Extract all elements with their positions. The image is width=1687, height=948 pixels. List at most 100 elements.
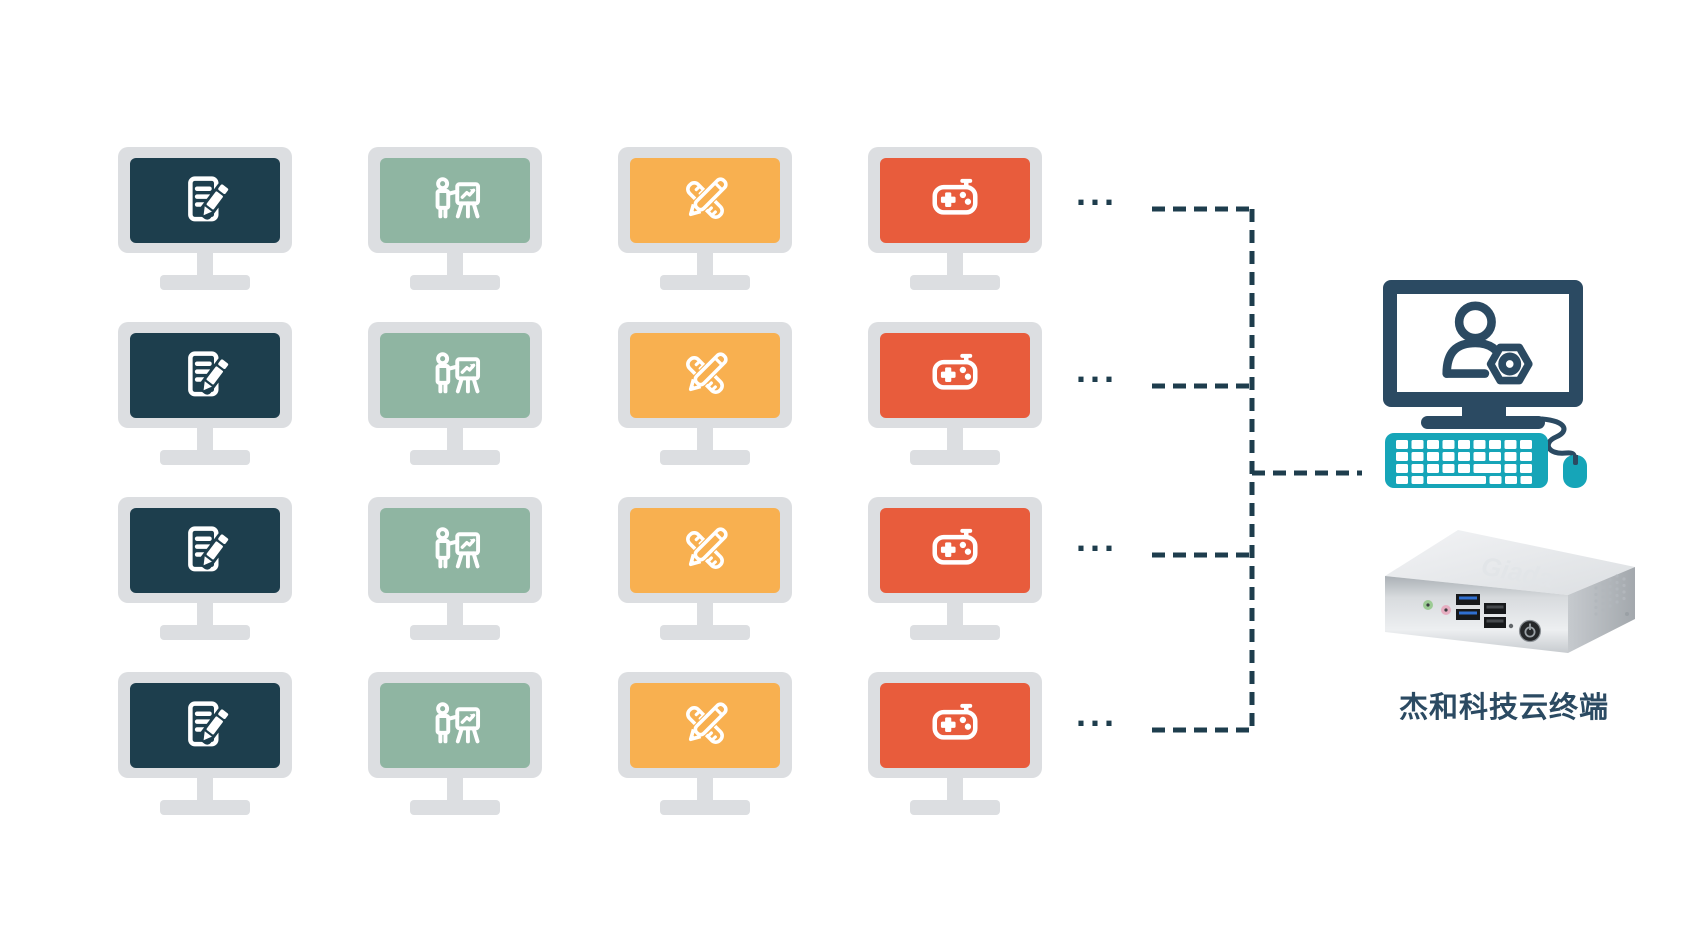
monitor-stand-neck (447, 778, 463, 800)
workstation-monitor (368, 497, 542, 672)
monitor-bezel (118, 147, 292, 253)
status-led (1508, 623, 1514, 629)
workstation-monitor (368, 147, 542, 322)
monitor-screen (630, 507, 780, 593)
monitor-screen (130, 507, 280, 593)
monitor-screen (380, 507, 530, 593)
workstation-monitor (118, 497, 292, 672)
monitor-screen (630, 157, 780, 243)
presentation-chart-icon (425, 523, 485, 577)
ruler-pencil-icon (675, 173, 735, 227)
monitor-bezel (618, 497, 792, 603)
ruler-pencil-icon (675, 698, 735, 752)
monitor-screen (130, 157, 280, 243)
usb-ports (1456, 594, 1506, 628)
document-edit-icon (175, 348, 235, 402)
mini-pc-device: Giada (1385, 530, 1635, 653)
monitor-stand-neck (697, 428, 713, 450)
monitor-stand-neck (947, 253, 963, 275)
monitor-screen (380, 157, 530, 243)
terminal-monitor-screen (1397, 294, 1569, 392)
monitor-screen (380, 682, 530, 768)
monitor-stand-neck (197, 778, 213, 800)
workstation-monitor (368, 672, 542, 847)
monitor-stand-neck (197, 428, 213, 450)
monitor-stand-neck (447, 603, 463, 625)
user-settings-icon (1433, 301, 1533, 385)
gamepad-icon (925, 523, 985, 577)
row-ellipsis: ... (1076, 349, 1119, 390)
monitor-stand-base (160, 625, 250, 640)
monitor-stand-base (660, 450, 750, 465)
monitor-stand-base (910, 625, 1000, 640)
monitor-screen (630, 682, 780, 768)
monitor-stand-base (910, 450, 1000, 465)
monitor-stand-base (410, 625, 500, 640)
monitor-bezel (868, 497, 1042, 603)
presentation-chart-icon (425, 698, 485, 752)
presentation-chart-icon (425, 348, 485, 402)
monitor-bezel (368, 672, 542, 778)
gamepad-icon (925, 698, 985, 752)
monitor-stand-base (160, 800, 250, 815)
workstation-grid (118, 147, 1042, 847)
document-edit-icon (175, 523, 235, 577)
monitor-stand-neck (947, 778, 963, 800)
row-ellipsis: ... (1076, 518, 1119, 559)
terminal-monitor-stand-base (1421, 416, 1545, 429)
monitor-stand-neck (947, 603, 963, 625)
workstation-monitor (118, 147, 292, 322)
row-ellipsis: ... (1076, 172, 1119, 213)
workstation-monitor (618, 322, 792, 497)
monitor-screen (630, 332, 780, 418)
ruler-pencil-icon (675, 348, 735, 402)
monitor-screen (130, 332, 280, 418)
monitor-bezel (118, 672, 292, 778)
monitor-stand-neck (447, 428, 463, 450)
monitor-stand-neck (447, 253, 463, 275)
monitor-stand-neck (697, 603, 713, 625)
monitor-stand-base (660, 275, 750, 290)
monitor-stand-neck (197, 603, 213, 625)
connector-lines (1152, 206, 1362, 733)
monitor-bezel (618, 672, 792, 778)
monitor-bezel (118, 322, 292, 428)
monitor-bezel (368, 147, 542, 253)
gamepad-icon (925, 348, 985, 402)
monitor-bezel (368, 322, 542, 428)
terminal-keyboard (1385, 433, 1548, 488)
monitor-bezel (868, 322, 1042, 428)
workstation-monitor (868, 497, 1042, 672)
monitor-stand-base (660, 625, 750, 640)
document-edit-icon (175, 173, 235, 227)
monitor-screen (880, 157, 1030, 243)
monitor-bezel (868, 147, 1042, 253)
monitor-stand-base (160, 275, 250, 290)
workstation-monitor (618, 147, 792, 322)
monitor-stand-base (410, 275, 500, 290)
workstation-monitor (868, 322, 1042, 497)
monitor-stand-base (910, 800, 1000, 815)
workstation-monitor (618, 497, 792, 672)
monitor-bezel (868, 672, 1042, 778)
terminal-monitor-stand-neck (1462, 405, 1506, 419)
monitor-stand-base (410, 450, 500, 465)
monitor-screen (880, 682, 1030, 768)
monitor-screen (130, 682, 280, 768)
monitor-screen (380, 332, 530, 418)
workstation-monitor (368, 322, 542, 497)
monitor-bezel (618, 322, 792, 428)
workstation-monitor (868, 147, 1042, 322)
device-top-face (1385, 530, 1635, 595)
monitor-bezel (618, 147, 792, 253)
gamepad-icon (925, 173, 985, 227)
workstation-monitor (618, 672, 792, 847)
monitor-screen (880, 332, 1030, 418)
monitor-bezel (368, 497, 542, 603)
document-edit-icon (175, 698, 235, 752)
monitor-screen (880, 507, 1030, 593)
power-button (1518, 619, 1542, 643)
workstation-monitor (118, 322, 292, 497)
workstation-monitor (118, 672, 292, 847)
